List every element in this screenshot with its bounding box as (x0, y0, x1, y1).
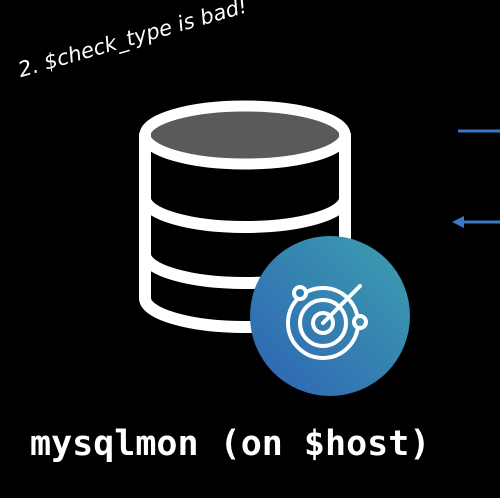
radar-icon (250, 236, 410, 396)
arrow-left-icon (452, 216, 500, 228)
caption-title: mysqlmon (on $host) (30, 424, 431, 464)
